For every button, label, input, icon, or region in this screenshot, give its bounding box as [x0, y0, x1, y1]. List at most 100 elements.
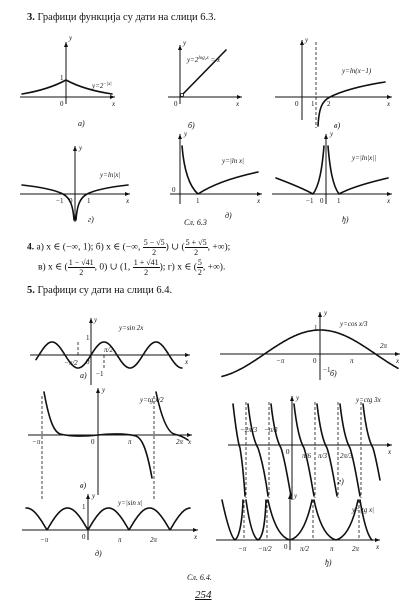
graph-6-4-dj-formula: y=|tg x| [351, 506, 374, 514]
section-4-text-2b: , 0) ∪ (1, [94, 262, 131, 273]
graph-6-3-a-label: а) [78, 119, 85, 128]
graph-6-4-dj-y: y [293, 492, 298, 500]
graph-6-4-d-tick-2: 2π [150, 536, 158, 544]
graph-6-4-b-tick-2: 2π [380, 342, 388, 350]
section-4-text-2c: ); г) x ∈ ( [159, 262, 197, 273]
graph-6-3-d-one: 1 [196, 197, 200, 205]
graph-6-4-b-label: б) [330, 369, 337, 378]
section-4-number: 4. [27, 242, 35, 253]
graph-6-3-b-label: б) [188, 121, 195, 130]
graph-6-4-a-formula: y=sin 2x [118, 324, 144, 332]
section-5-heading: 5. Графици су дати на слици 6.4. [27, 285, 173, 297]
graph-6-4-v-tick-0: −π [32, 438, 41, 446]
graph-6-4-a-tick-0: −π/2 [64, 359, 78, 367]
graph-6-4-d-tick-1: π [118, 536, 122, 544]
graph-6-3-g-formula: y=ln|x| [99, 171, 120, 179]
graph-6-4-a-zero: 0 [86, 358, 90, 366]
graph-6-4-g-tick-3: π/3 [318, 452, 327, 460]
graph-6-3-v-y: y [304, 36, 309, 44]
graph-6-4-d-zero: 0 [82, 533, 86, 541]
section-3-text: Графици функција су дати на слици 6.3. [37, 12, 217, 23]
graph-6-3-d-formula: y=|ln x| [221, 157, 244, 165]
graph-6-3-dj-minus-one: −1 [306, 197, 314, 205]
graph-6-4-d-label: д) [95, 549, 102, 558]
graph-6-3-a-formula: y=2−|x| [91, 82, 112, 90]
graph-6-4-v-zero: 0 [91, 438, 95, 446]
graph-6-4-b-x: x [395, 357, 400, 365]
graph-6-3-d-label: д) [225, 211, 232, 220]
graph-6-3-b-x: x [235, 100, 240, 108]
section-4-text-1a: а) x ∈ (−∞, 1); б) x ∈ (−∞, [36, 242, 141, 253]
graph-6-4-b-y: y [323, 309, 328, 317]
graph-6-4-a-x: x [184, 358, 189, 366]
section-5-text: Графици су дати на слици 6.4. [37, 285, 173, 296]
graph-6-3-a-one: 1 [60, 74, 64, 82]
graph-6-3-b-y: y [182, 39, 187, 47]
graph-6-3-g-x: x [125, 197, 130, 205]
graph-6-3-v-x: x [386, 100, 391, 108]
graph-6-3-v-label: в) [334, 121, 340, 130]
graph-6-4-g-label: г) [338, 477, 344, 486]
graph-6-4-a-tick-1: π/2 [104, 346, 113, 354]
graph-6-3-dj-zero: 0 [320, 197, 324, 205]
graph-6-3-d-x: x [256, 197, 261, 205]
graph-6-4-a-one: 1 [86, 334, 90, 342]
graph-6-4-v-tick-1: π [128, 438, 132, 446]
section-5-number: 5. [27, 285, 35, 296]
graph-6-4-dj-tick-0: −π [238, 545, 247, 553]
graph-6-4-g-tick-1: −π/3 [264, 426, 278, 434]
graph-6-4-b-minus-one: −1 [323, 366, 331, 374]
graph-6-4-g-tick-0: −2π/3 [240, 426, 258, 434]
graph-6-4-dj-tick-2: π/2 [300, 545, 309, 553]
graph-6-3-dj-one: 1 [337, 197, 341, 205]
graph-6-3-v-two: 2 [327, 100, 331, 108]
graph-6-4-v-label: в) [80, 481, 86, 490]
graph-6-3-dj-formula: y=|ln|x|| [351, 154, 376, 162]
graph-6-4-d-formula: y=|sin x| [117, 499, 143, 507]
graph-6-4-dj-tick-1: −π/2 [258, 545, 272, 553]
section-3-number: 3. [27, 12, 35, 23]
graph-6-4-b-one: 1 [314, 324, 318, 332]
graph-6-3-a-zero: 0 [60, 100, 64, 108]
graph-6-4-g-x: x [387, 448, 392, 456]
section-4-text-1b: ) ∪ ( [165, 242, 185, 253]
section-4-text-2d: , +∞). [202, 262, 226, 273]
graph-6-3-g-label: г) [88, 215, 94, 224]
graph-6-3-b-formula: y=2log₂x = x [186, 56, 221, 64]
figure-6-3-caption: Сл. 6.3 [184, 218, 207, 227]
graph-6-4-v-formula: y=tg x/2 [139, 396, 164, 404]
page-number: 254 [195, 589, 212, 601]
graph-6-4-g-y: y [295, 394, 300, 402]
graph-6-3-v-zero: 0 [295, 100, 299, 108]
graph-6-3-g-y: y [78, 144, 83, 152]
graph-6-4-dj-tick-4: 2π [352, 545, 360, 553]
graph-6-4-g-zero: 0 [286, 448, 290, 456]
graph-6-4-b-formula: y=cos x/3 [339, 320, 368, 328]
graph-6-4-b-tick-0: −π [276, 357, 285, 365]
graph-6-4-dj-label: ђ) [325, 558, 332, 567]
graph-6-3-a-x: x [111, 100, 116, 108]
graph-6-3-dj-label: ђ) [342, 215, 349, 224]
graph-6-4-d-one: 1 [82, 503, 86, 511]
graph-6-3-g-zero: 0 [69, 197, 73, 205]
section-3-heading: 3. Графици функција су дати на слици 6.3… [27, 12, 217, 24]
graph-6-4-a-minus-one: −1 [96, 370, 104, 378]
graph-6-4-d-y: y [91, 492, 96, 500]
